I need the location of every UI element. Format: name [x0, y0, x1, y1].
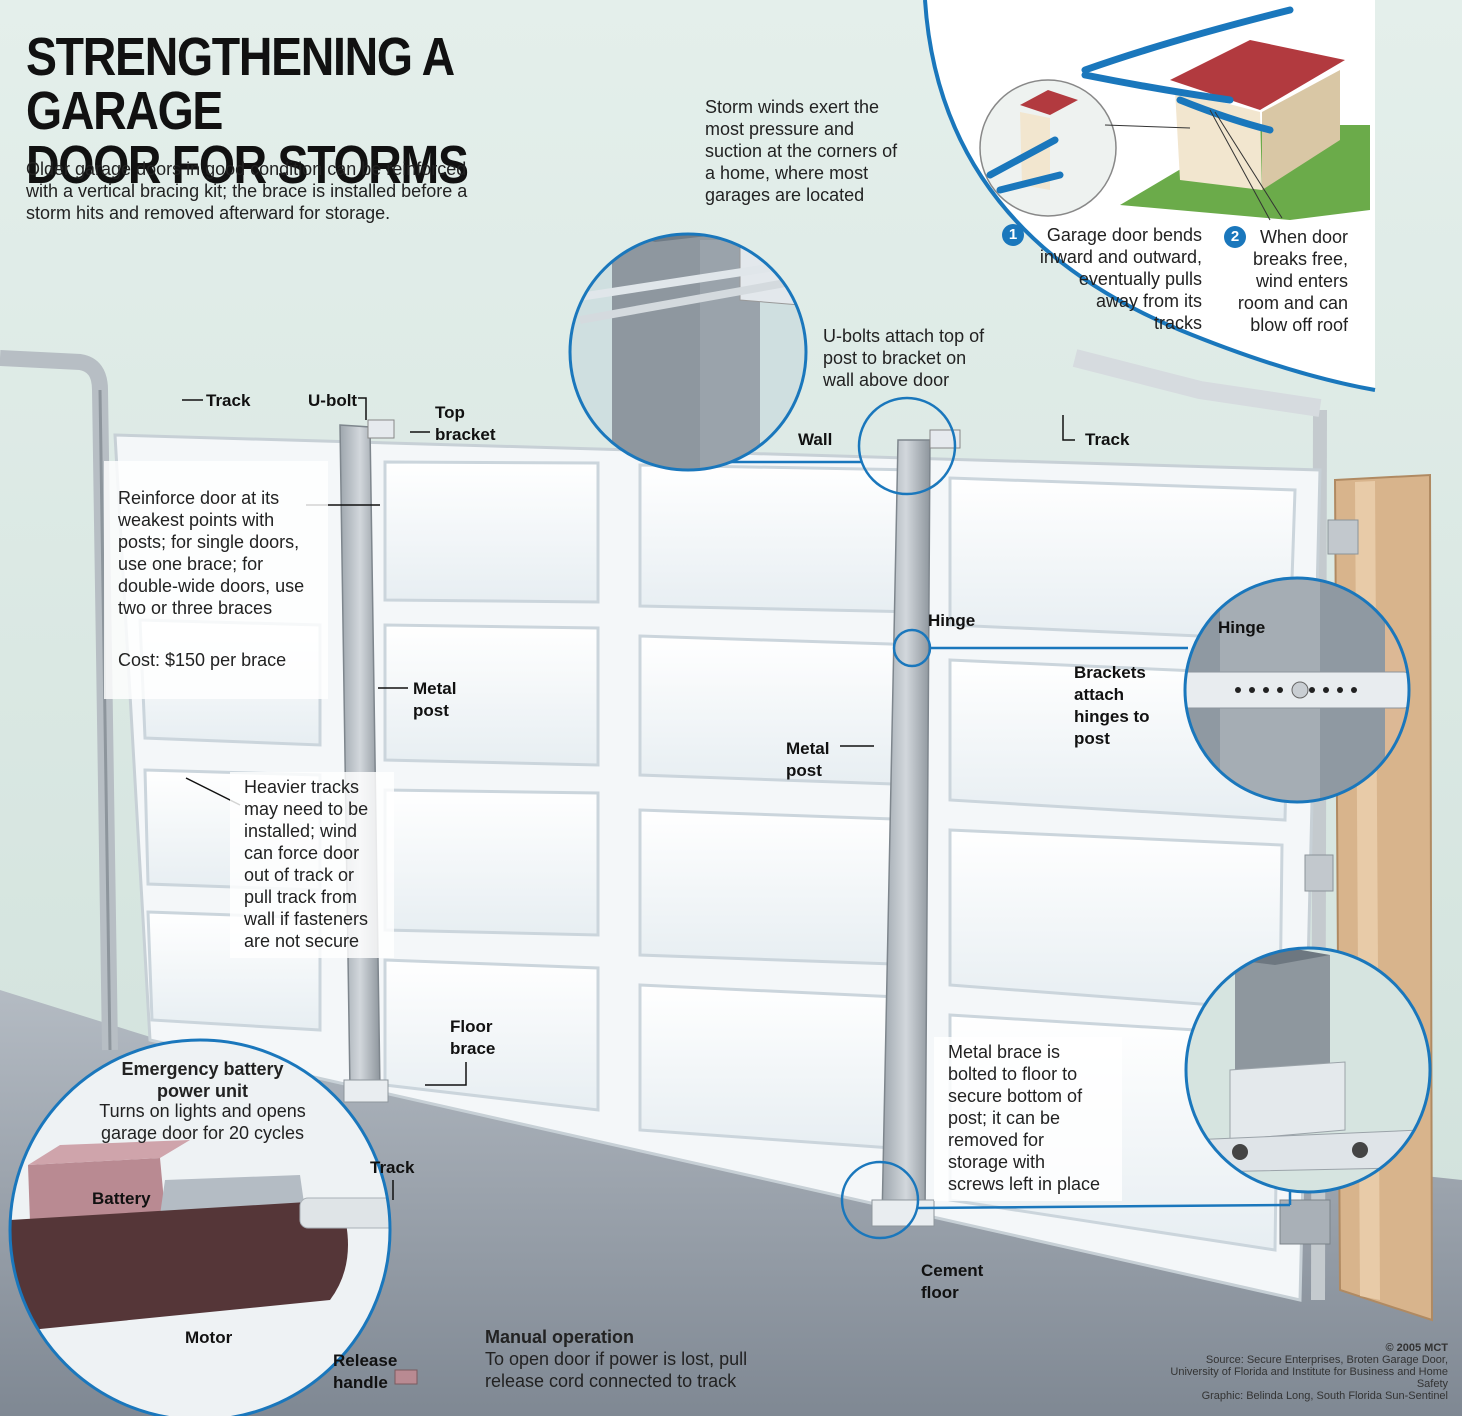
step-2-text: When door breaks free, wind enters room … [1237, 227, 1348, 335]
battery-unit-text: Turns on lights and opens garage door fo… [99, 1101, 306, 1143]
label-floor-brace: Floor brace [450, 1017, 496, 1058]
battery-inset-border [8, 1038, 392, 1416]
left-track [0, 350, 118, 1051]
reinforce-text: Reinforce door at its weakest points wit… [118, 488, 305, 618]
tracks-note: Heavier tracks may need to be installed;… [230, 772, 394, 958]
label-release-handle: Release handle [333, 1351, 398, 1392]
intro-text: Older garage doors in good condition can… [26, 159, 468, 223]
label-top-bracket: Top bracket [435, 403, 496, 444]
storm-note: Storm winds exert the most pressure and … [705, 97, 898, 205]
hinge-inset [1185, 578, 1409, 802]
label-track-left: Track [206, 391, 251, 410]
ubolts-note: U-bolts attach top of post to bracket on… [823, 326, 985, 390]
page-title: STRENGTHENING A GARAGE DOOR FOR STORMS [26, 27, 469, 195]
reinforce-note: Reinforce door at its weakest points wit… [104, 461, 328, 699]
step-2-badge: 2 [1224, 226, 1252, 248]
label-battery: Battery [92, 1189, 151, 1208]
battery-unit-inset [10, 1040, 390, 1416]
label-metal-post-left: Metal post [413, 679, 457, 720]
battery [28, 1158, 165, 1222]
release-handle-grip [394, 1369, 418, 1385]
house-inset [923, 0, 1376, 392]
credits: © 2005 MCT Source: Secure Enterprises, B… [1108, 1342, 1448, 1402]
label-metal-post-center: Metal post [786, 739, 830, 780]
brackets-note: Brackets attach hinges to post [1074, 663, 1150, 748]
motor [10, 1200, 348, 1330]
copyright: © 2005 MCT [1385, 1342, 1448, 1354]
manual-heading: Manual operation [485, 1327, 635, 1347]
label-track-bottom: Track [370, 1158, 415, 1177]
step-1-text: Garage door bends inward and outward, ev… [1039, 225, 1202, 333]
label-cement-floor: Cement floor [921, 1261, 984, 1302]
label-wall: Wall [798, 430, 833, 449]
label-track-right: Track [1085, 430, 1130, 449]
battery-unit-heading: Emergency battery power unit [121, 1059, 284, 1101]
label-hinge-inset: Hinge [1218, 618, 1266, 637]
floor-brace-inset [1186, 948, 1430, 1192]
step-1-badge: 1 [1002, 224, 1030, 246]
manual-text: To open door if power is lost, pull rele… [485, 1349, 748, 1391]
label-motor: Motor [185, 1328, 233, 1347]
brace-note: Metal brace is bolted to floor to secure… [934, 1037, 1122, 1201]
source-credit: Source: Secure Enterprises, Broten Garag… [1170, 1354, 1448, 1390]
label-hinge-door: Hinge [928, 611, 976, 630]
cost-text: Cost: $150 per brace [118, 650, 287, 670]
label-ubolt: U-bolt [308, 391, 358, 410]
graphic-credit: Graphic: Belinda Long, South Florida Sun… [1201, 1390, 1448, 1402]
